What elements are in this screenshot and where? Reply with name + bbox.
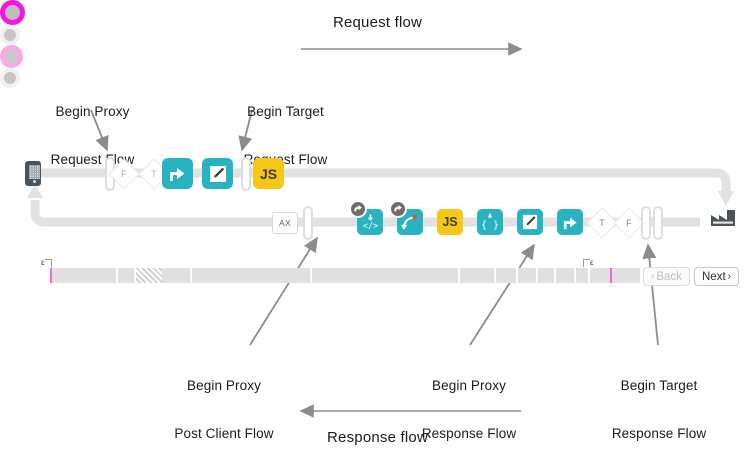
target-request-flow-divider[interactable] — [241, 157, 251, 191]
annotation-begin-proxy-response-flow: Begin Proxy Response Flow — [390, 346, 548, 474]
timeline-segment[interactable] — [460, 268, 496, 283]
assign-message-policy-node-resp[interactable] — [517, 209, 543, 235]
condition-true-node-resp[interactable]: T — [586, 207, 618, 239]
flow-callout-policy-node[interactable] — [389, 200, 423, 235]
device-screen — [28, 165, 40, 179]
condition-true-label: T — [151, 169, 157, 179]
chevron-right-icon: › — [727, 271, 731, 282]
code-icon: </> — [362, 214, 378, 230]
javascript-policy-label: JS — [259, 165, 278, 182]
ax-analytics-label: AX — [279, 218, 291, 228]
timeline-segment[interactable] — [162, 268, 192, 283]
route-policy-node[interactable] — [162, 158, 193, 189]
raise-fault-policy-node[interactable] — [557, 209, 583, 235]
trace-timeline[interactable] — [50, 268, 640, 284]
next-button-label: Next — [702, 270, 726, 283]
annotation-line-1: Begin Target — [247, 104, 324, 119]
share-arrow-icon — [563, 217, 577, 229]
annotation-begin-proxy-post-client-flow: Begin Proxy Post Client Flow — [145, 346, 303, 474]
timeline-start-tick-label: ε — [41, 258, 45, 267]
annotation-line-2: Response Flow — [611, 426, 707, 441]
annotation-line-1: Begin Proxy — [187, 378, 261, 393]
error-badge-icon — [349, 200, 367, 218]
timeline-segment[interactable] — [538, 268, 556, 283]
braces-icon: { } — [481, 213, 499, 231]
svg-text:</>: </> — [362, 220, 377, 230]
timeline-segment[interactable] — [50, 268, 118, 283]
callout-arrow-begin-proxy-response-flow — [469, 243, 535, 346]
condition-false-label-resp: F — [626, 218, 632, 228]
javascript-policy-node[interactable]: JS — [253, 158, 284, 189]
target-response-flow-divider-1[interactable] — [641, 206, 651, 240]
share-arrow-icon — [170, 168, 185, 181]
pencil-icon — [209, 165, 226, 182]
callout-arrow-begin-proxy-post-client-flow — [249, 236, 318, 346]
condition-false-node-resp[interactable]: F — [613, 207, 645, 239]
annotation-line-2: Post Client Flow — [174, 426, 274, 441]
back-button[interactable]: ‹ Back — [643, 267, 690, 286]
annotation-line-1: Begin Proxy — [55, 104, 130, 119]
timeline-end-tick: ε — [583, 258, 594, 267]
xml-payload-policy-node[interactable]: </> — [349, 200, 383, 235]
ax-analytics-node[interactable]: AX — [272, 212, 298, 234]
annotation-line-1: Begin Target — [620, 378, 698, 393]
timeline-segment[interactable] — [496, 268, 518, 283]
post-client-flow-divider[interactable] — [303, 206, 313, 240]
javascript-policy-label-resp: JS — [442, 215, 458, 229]
timeline-segment[interactable] — [312, 268, 460, 283]
device-home-button — [32, 179, 36, 183]
timeline-end-needle[interactable] — [610, 268, 612, 283]
extract-variables-policy-node[interactable]: { } — [477, 209, 503, 235]
pencil-icon — [522, 214, 538, 230]
timeline-segment[interactable] — [192, 268, 312, 283]
condition-false-label: F — [121, 169, 127, 179]
annotation-line-2: Response Flow — [421, 426, 517, 441]
next-button[interactable]: Next › — [694, 267, 739, 286]
timeline-segment[interactable] — [518, 268, 538, 283]
annotation-begin-target-response-flow: Begin Target Response Flow — [580, 346, 738, 474]
client-device-icon[interactable] — [25, 161, 41, 186]
trace-diagram-canvas: Request flow Response flow Begin Proxy R… — [0, 0, 739, 446]
javascript-policy-node-resp[interactable]: JS — [437, 209, 463, 235]
timeline-segment[interactable] — [136, 268, 162, 283]
condition-true-label-resp: T — [599, 218, 605, 228]
error-badge-icon — [389, 200, 407, 218]
target-server-icon — [711, 210, 735, 226]
back-button-label: Back — [656, 270, 682, 283]
timeline-segments[interactable] — [50, 268, 640, 283]
response-flow-label: Response flow — [327, 429, 428, 446]
callout-arrow-begin-target-response-flow — [642, 243, 659, 346]
timeline-segment[interactable] — [576, 268, 590, 283]
target-response-flow-divider-2[interactable] — [653, 206, 663, 240]
timeline-segment[interactable] — [118, 268, 136, 283]
timeline-end-tick-label: ε — [590, 258, 594, 267]
assign-message-policy-node[interactable] — [202, 158, 233, 189]
curved-arrow-icon — [400, 214, 417, 230]
svg-text:{ }: { } — [481, 220, 499, 231]
condition-false-node[interactable]: F — [108, 158, 140, 190]
target-response-end-marker[interactable] — [0, 68, 20, 88]
timeline-start-tick: ε — [41, 258, 52, 267]
timeline-segment[interactable] — [556, 268, 576, 283]
timeline-start-needle[interactable] — [50, 268, 52, 283]
post-client-flow-marker[interactable] — [0, 45, 23, 68]
request-flow-label: Request flow — [332, 14, 423, 31]
annotation-line-1: Begin Proxy — [432, 378, 506, 393]
chevron-left-icon: ‹ — [651, 271, 655, 282]
target-request-end-marker[interactable] — [0, 25, 20, 45]
proxy-request-start-marker[interactable] — [0, 0, 25, 25]
